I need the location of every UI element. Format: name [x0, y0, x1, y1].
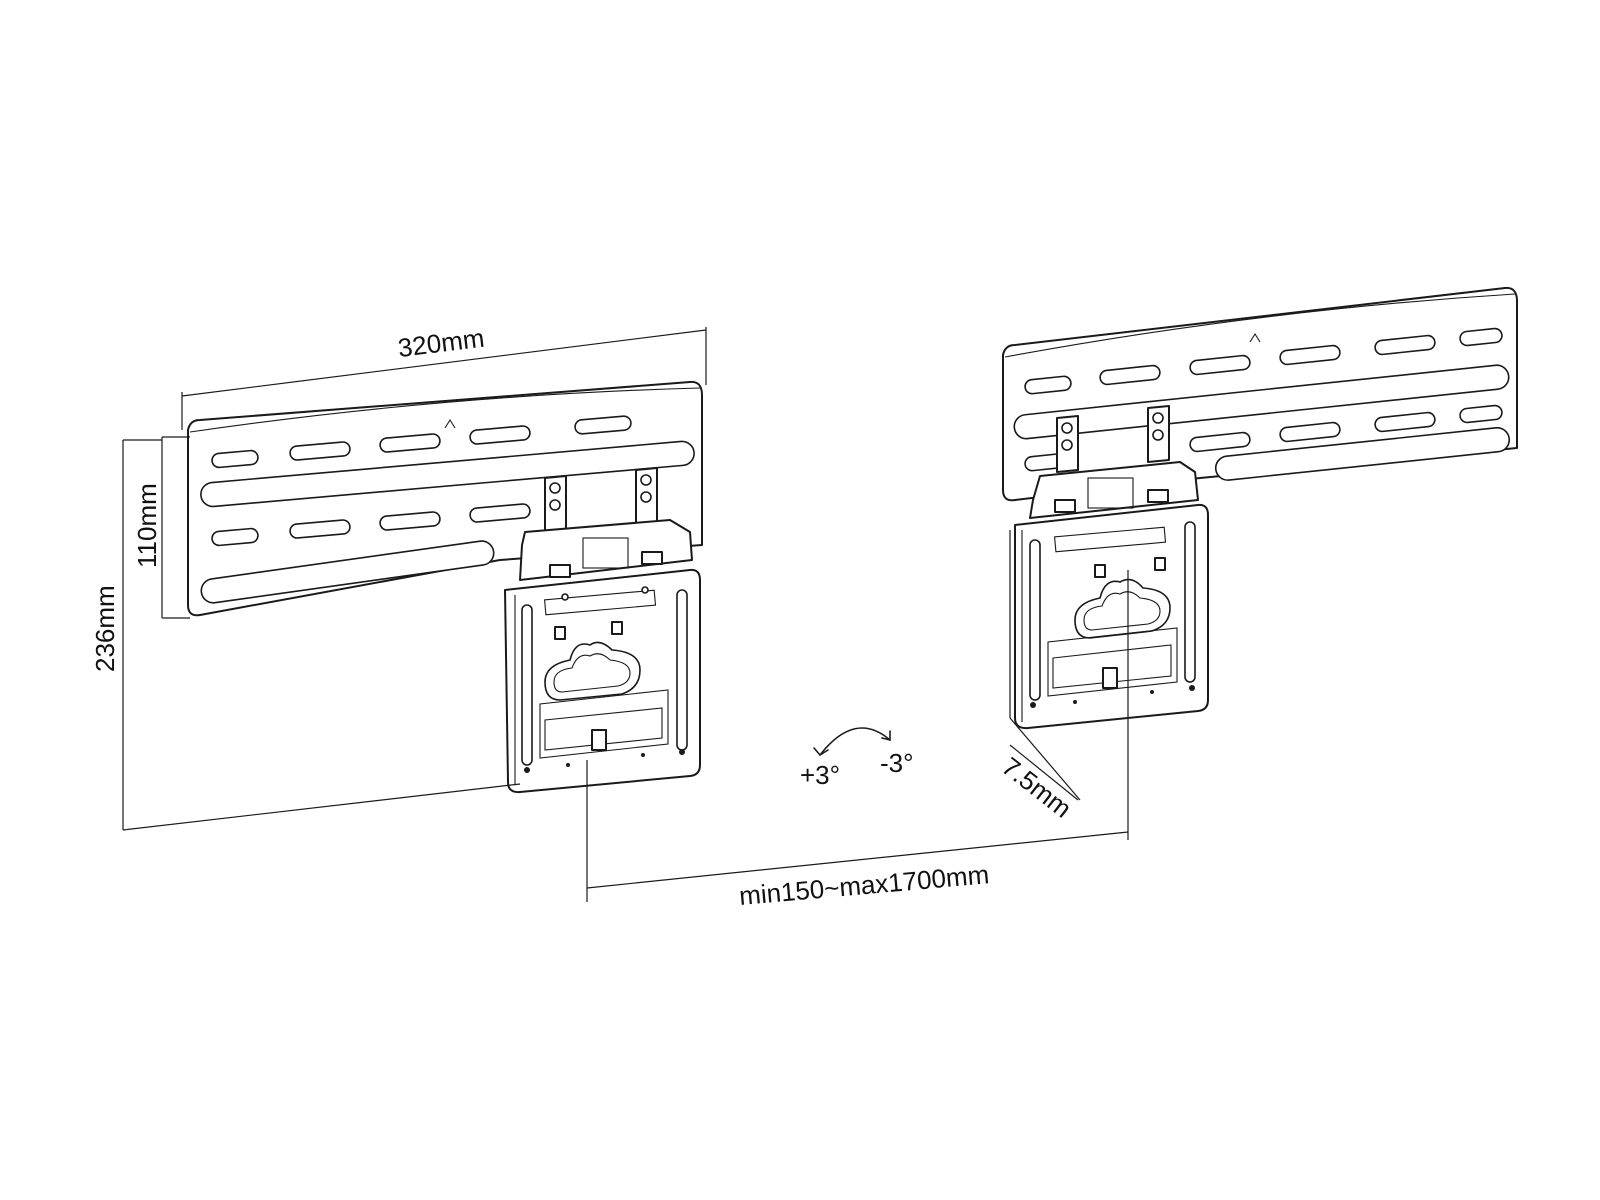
left-keyhole: [544, 641, 641, 701]
tilt-minus-label: -3°: [880, 748, 914, 778]
depth-label: 7.5mm: [996, 751, 1077, 824]
right-hooks: [1056, 405, 1170, 473]
right-keyhole: [1074, 578, 1171, 639]
width-label: 320mm: [396, 323, 486, 363]
right-arrow-mark: [1249, 332, 1261, 343]
total-height-label: 236mm: [90, 585, 120, 672]
left-long-slot-bottom: [200, 540, 495, 604]
right-long-slot-top: [1013, 364, 1510, 440]
plate-height-label: 110mm: [132, 483, 162, 568]
tilt-plus-label: +3°: [800, 760, 840, 790]
left-hooks: [544, 467, 658, 533]
spacing-label: min150~max1700mm: [738, 859, 990, 911]
left-wall-plate: [187, 380, 703, 617]
left-arrow-mark: [444, 418, 456, 429]
left-upper-slots: [211, 415, 632, 469]
dimension-lines: [122, 327, 1129, 902]
left-middle-slots: [211, 503, 531, 547]
tilt-arc: [813, 727, 891, 756]
left-long-slot-top: [200, 440, 695, 508]
right-upper-slots: [1024, 327, 1503, 395]
right-bracket: [1002, 286, 1518, 730]
right-long-slot-bottom: [1214, 426, 1511, 481]
left-bracket: [187, 380, 703, 794]
